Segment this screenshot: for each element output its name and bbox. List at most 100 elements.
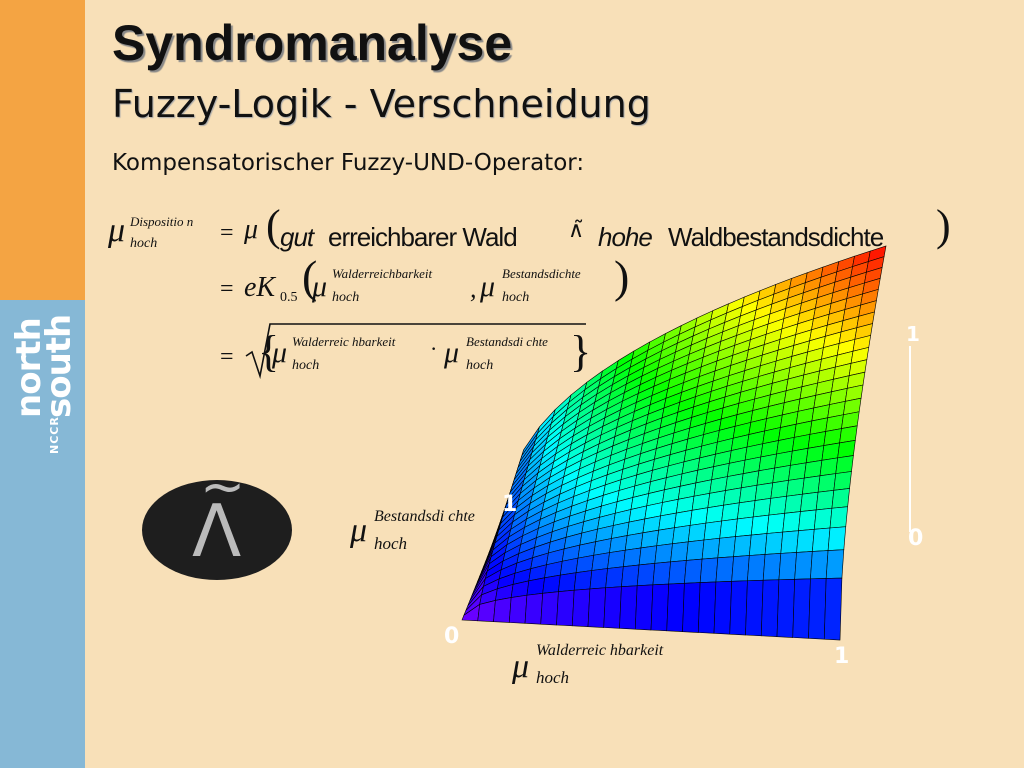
sidebar: NCCR north south xyxy=(0,0,85,768)
surface-cell xyxy=(786,477,805,497)
surface-cell xyxy=(745,579,764,637)
surface-cell xyxy=(640,529,660,549)
surface-cell xyxy=(780,530,799,554)
surface-cell xyxy=(813,507,833,530)
surface-cell xyxy=(587,587,606,628)
surface-cell xyxy=(619,585,638,630)
formula-mu-c: μ xyxy=(272,336,288,369)
surface-cell xyxy=(776,578,795,638)
surface-cell xyxy=(654,543,673,564)
surface-cell xyxy=(571,588,591,627)
surface-cell xyxy=(778,552,797,581)
surface-cell xyxy=(713,581,732,635)
surface-mesh xyxy=(461,245,887,641)
surface-cell xyxy=(672,525,691,545)
formula-eq-2: = xyxy=(220,276,234,302)
formula-paren-open-2: ( xyxy=(302,251,318,302)
surface-cell xyxy=(825,549,845,579)
surface-cell xyxy=(634,584,654,631)
operator-heading: Kompensatorischer Fuzzy-UND-Operator: xyxy=(112,150,585,176)
surface-cell xyxy=(703,520,723,541)
page-subtitle: Fuzzy-Logik - Verschneidung xyxy=(112,82,651,126)
sqrt-sign-icon xyxy=(245,323,586,380)
surface-cell xyxy=(685,539,705,561)
surface-cell xyxy=(782,511,801,533)
formula-sup-disposition: Dispositio n xyxy=(130,214,194,229)
surface-cell xyxy=(735,516,754,537)
surface-cell xyxy=(772,465,791,484)
formula-mu-plain: μ xyxy=(244,214,259,245)
surface-cell xyxy=(733,534,752,557)
formula-sub-hoch-c: hoch xyxy=(292,358,320,373)
tick-origin: 0 xyxy=(444,624,460,649)
surface-cell xyxy=(721,502,740,522)
axis-y-sub: hoch xyxy=(374,534,408,553)
surface-cell xyxy=(738,484,758,504)
formula-mu-d: μ xyxy=(444,336,460,369)
surface-cell xyxy=(705,504,724,524)
surface-cell xyxy=(768,495,787,516)
axis-y-sup: Bestandsdi chte xyxy=(374,508,475,525)
surface-cell xyxy=(801,475,821,495)
formula-sub-hoch-b: hoch xyxy=(502,290,530,305)
sidebar-orange-band xyxy=(0,0,85,300)
formula-eq-3: = xyxy=(220,344,234,370)
surface-cell xyxy=(508,594,528,624)
surface-cell xyxy=(526,577,545,596)
surface-cell xyxy=(540,591,559,626)
surface-cell xyxy=(815,489,835,511)
operator-tilde: ~ xyxy=(200,455,246,518)
surface-cell xyxy=(650,583,669,632)
surface-cell xyxy=(800,491,819,512)
formula-comma: , xyxy=(470,274,477,303)
surface-cell xyxy=(812,527,831,552)
surface-cell xyxy=(656,527,675,547)
surface-cell xyxy=(823,577,843,641)
axis-y-mu: μ xyxy=(350,512,368,549)
surface-cell xyxy=(737,500,756,520)
formula-mu-a: μ xyxy=(312,270,328,303)
surface-cell xyxy=(558,572,577,593)
surface-cell xyxy=(794,551,813,580)
surface-cell xyxy=(752,498,772,518)
surface-cell xyxy=(575,554,595,574)
tick-y-end: 1 xyxy=(502,492,518,517)
surface-cell xyxy=(556,589,575,627)
formula-waldbestandsdichte: Waldbestandsdichte xyxy=(668,222,884,252)
axis-x-sub: hoch xyxy=(536,668,570,687)
operator-lambda: Λ xyxy=(192,489,242,573)
formula-mu-b: μ xyxy=(480,270,496,303)
surface-cell xyxy=(808,578,827,640)
axis-x-sup: Walderreic hbarkeit xyxy=(536,642,664,659)
surface-cell xyxy=(792,578,811,639)
surface-cell xyxy=(674,509,693,529)
surface-cell xyxy=(829,506,849,529)
surface-cell xyxy=(589,568,608,590)
surface-cell xyxy=(803,459,823,479)
surface-cell xyxy=(833,471,852,491)
surface-cell xyxy=(764,531,784,555)
surface-cell xyxy=(798,509,817,531)
surface-cell xyxy=(684,558,703,584)
page-title: Syndromanalyse xyxy=(112,15,513,71)
surface-cell xyxy=(784,493,803,514)
surface-cell xyxy=(717,536,736,559)
surface-cell xyxy=(687,522,707,543)
surface-cell xyxy=(729,580,748,636)
formula-sup-walderreichbarkeit-2: Walderreic hbarkeit xyxy=(292,334,396,349)
surface-cell xyxy=(605,566,624,589)
surface-cell xyxy=(760,579,780,637)
formula-gut: gut xyxy=(280,222,314,252)
formula-sup-bestandsdichte: Bestandsdichte xyxy=(502,266,581,281)
surface-cell xyxy=(542,574,561,594)
surface-cell xyxy=(603,586,622,629)
formula-and-symbol: ∧̃ xyxy=(568,218,585,243)
surface-cell xyxy=(731,555,750,582)
surface-cell xyxy=(524,592,543,625)
surface-cell xyxy=(827,526,847,551)
surface-cell xyxy=(766,512,786,534)
surface-cell xyxy=(493,597,512,623)
formula-paren-close: ) xyxy=(936,201,951,250)
surface-cell xyxy=(719,518,738,539)
